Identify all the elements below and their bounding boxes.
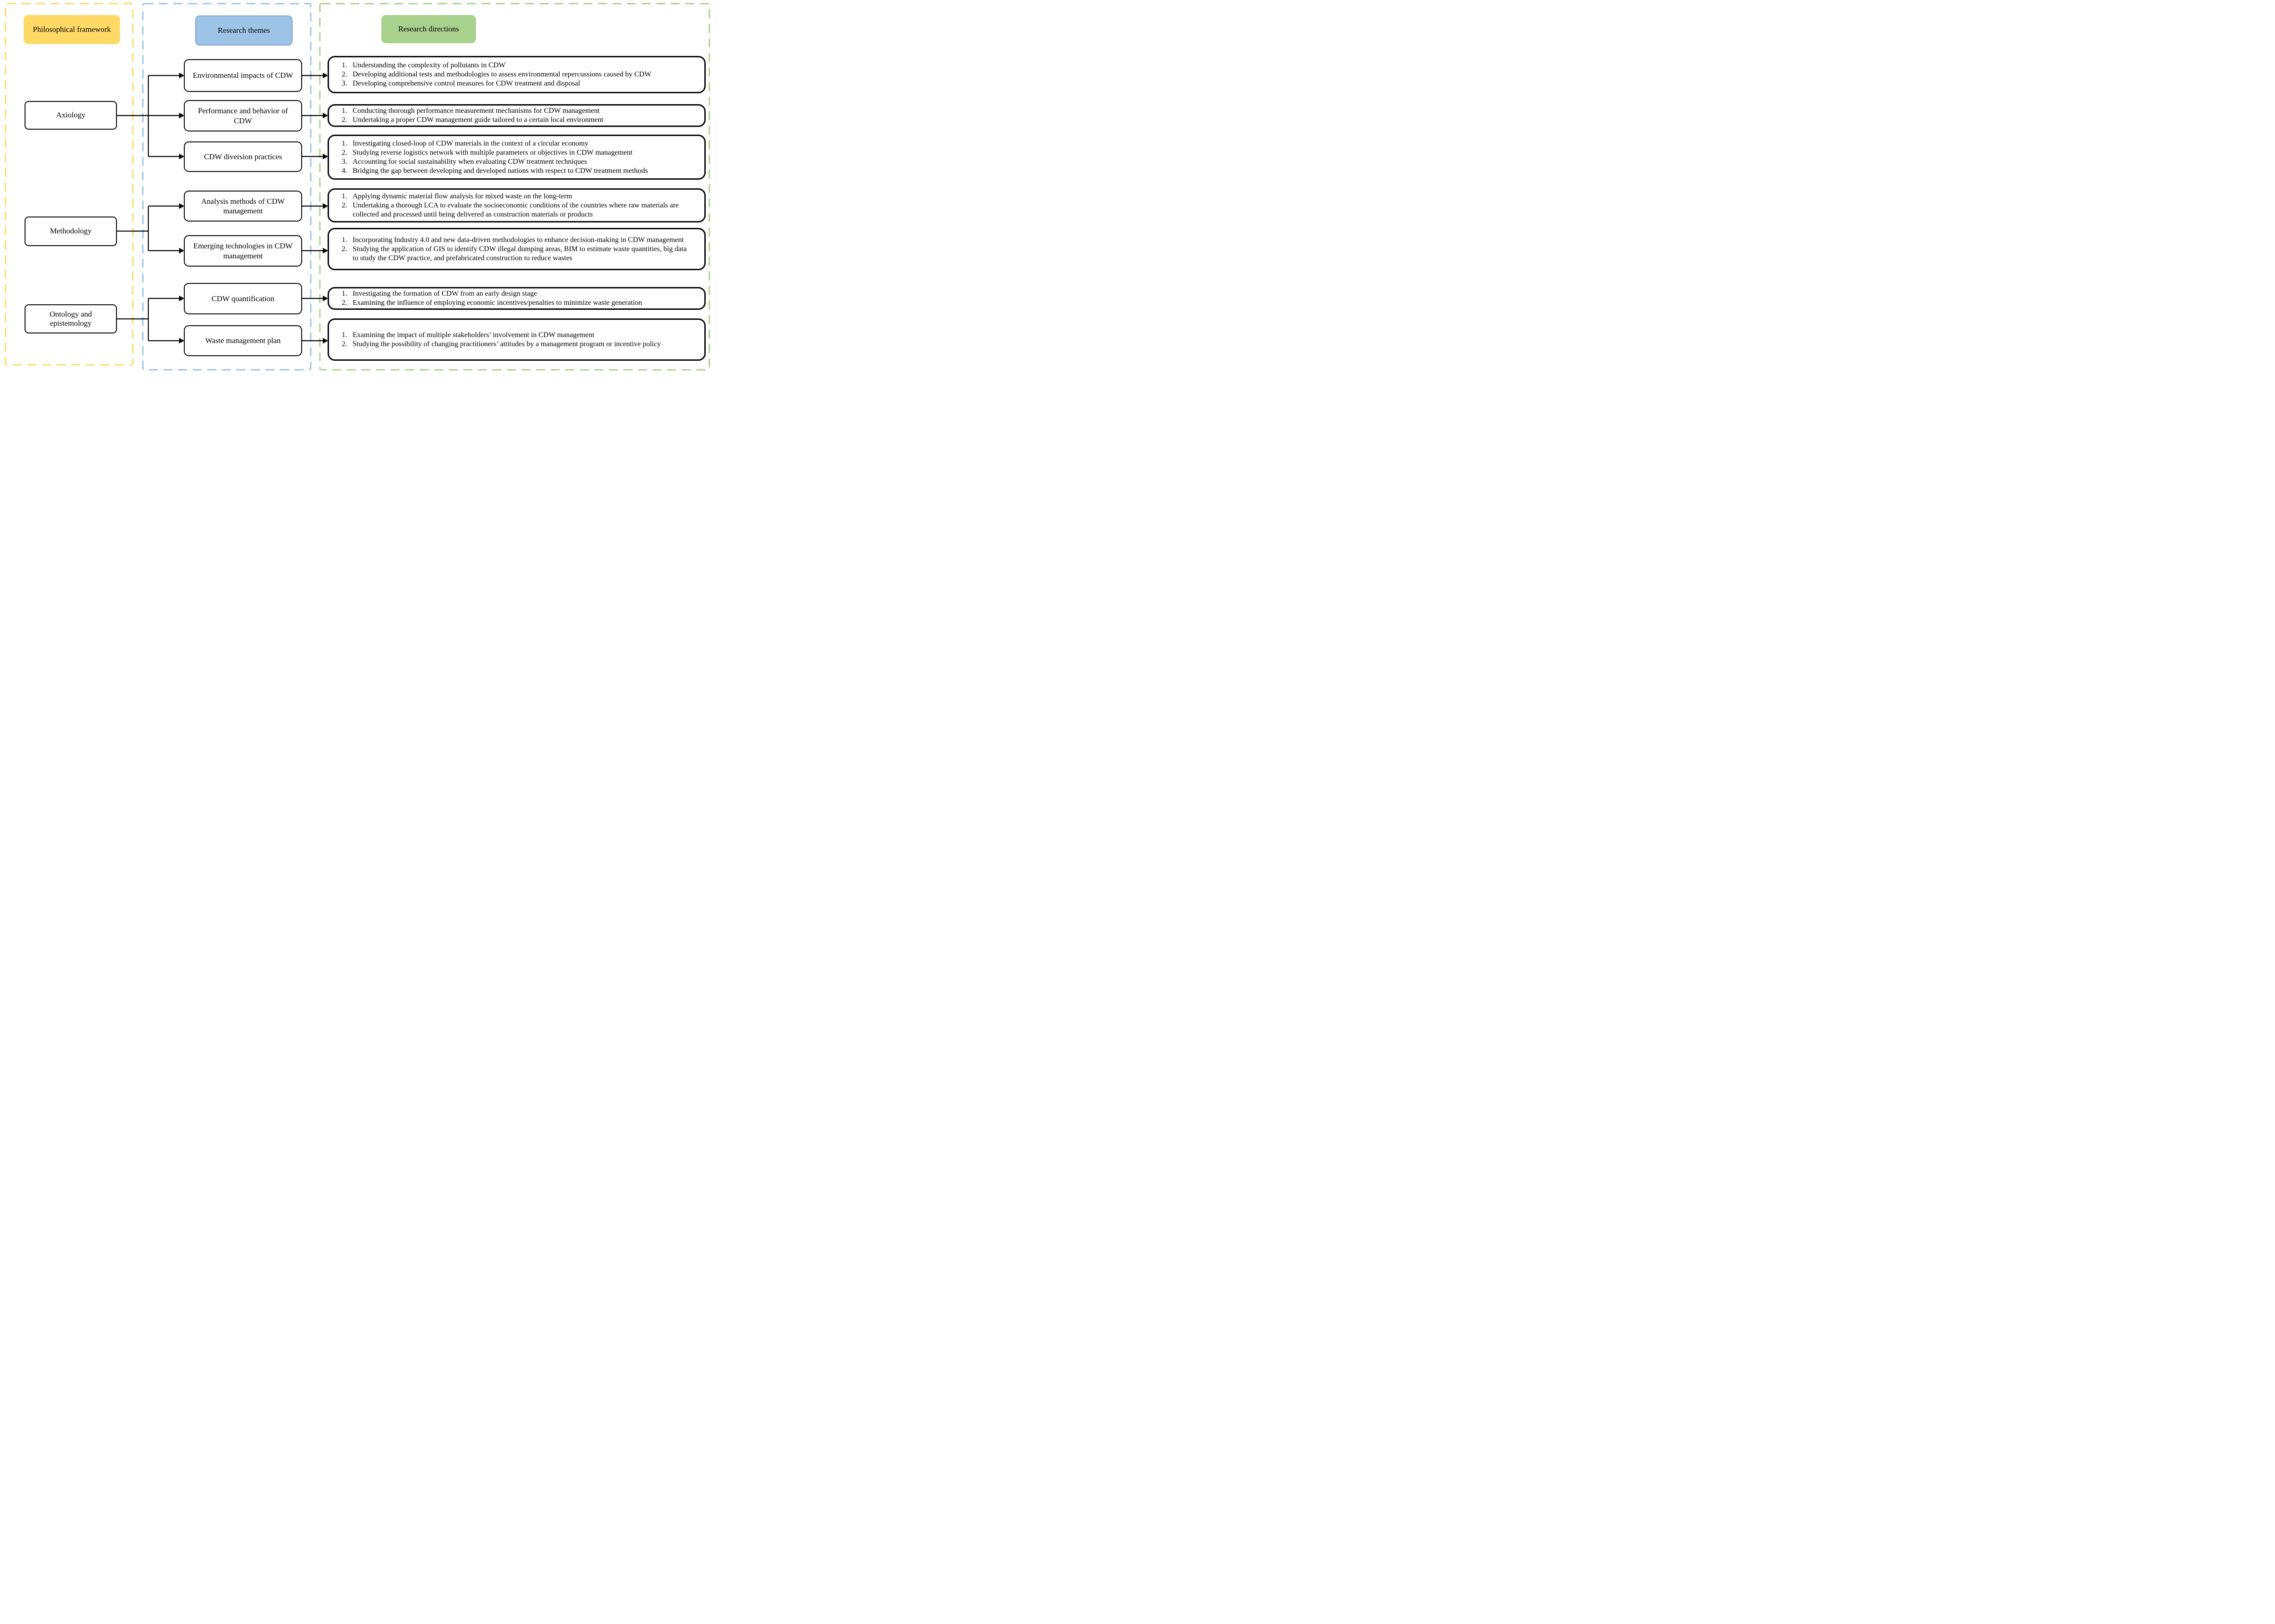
- direction-item: Undertaking a proper CDW management guid…: [349, 116, 603, 125]
- theme-box-environmental-impacts: Environmental impacts of CDW: [184, 59, 302, 92]
- diagram-lines-layer: [5, 3, 710, 371]
- research-directions-header: Research directions: [381, 15, 476, 43]
- direction-item: Studying the application of GIS to ident…: [349, 245, 691, 263]
- direction-box-performance-behavior: Conducting thorough performance measurem…: [328, 104, 706, 127]
- direction-item: Applying dynamic material flow analysis …: [349, 192, 691, 201]
- direction-item: Understanding the complexity of pollutan…: [349, 61, 651, 70]
- arrowhead-into-directions-3: [323, 153, 328, 160]
- theme-box-diversion-practices: CDW diversion practices: [184, 141, 302, 172]
- directions-region-border: [319, 3, 710, 371]
- philosophy-region-border: [5, 3, 134, 366]
- direction-list: Investigating closed-loop of CDW materia…: [333, 139, 648, 176]
- methodology-branch-lines: [117, 205, 179, 252]
- direction-box-diversion-practices: Investigating closed-loop of CDW materia…: [328, 135, 706, 180]
- direction-list: Applying dynamic material flow analysis …: [333, 192, 691, 219]
- arrowhead-into-environmental-impacts: [179, 72, 184, 79]
- themes-region-border: [142, 3, 312, 371]
- direction-item: Investigating the formation of CDW from …: [349, 289, 642, 298]
- direction-box-waste-management-plan: Examining the impact of multiple stakeho…: [328, 318, 706, 361]
- axiology-branch-lines: [117, 75, 179, 157]
- theme-box-cdw-quantification: CDW quantification: [184, 283, 302, 314]
- methodology-theme-to-direction-lines: [302, 205, 323, 252]
- theme-box-emerging-technologies: Emerging technologies in CDW management: [184, 235, 302, 267]
- arrowhead-into-emerging-technologies: [179, 247, 184, 254]
- philosophy-box-axiology: Axiology: [25, 101, 117, 130]
- philosophy-box-methodology: Methodology: [25, 217, 117, 246]
- theme-box-analysis-methods: Analysis methods of CDW management: [184, 191, 302, 222]
- direction-list: Examining the impact of multiple stakeho…: [333, 331, 661, 349]
- cdw-research-framework-diagram: Philosophical framework Research themes …: [0, 0, 713, 374]
- direction-item: Incorporating Industry 4.0 and new data-…: [349, 236, 691, 245]
- direction-item: Developing comprehensive control measure…: [349, 79, 651, 88]
- direction-item: Investigating closed-loop of CDW materia…: [349, 139, 648, 148]
- arrowhead-into-performance-behavior: [179, 112, 184, 119]
- direction-item: Examining the influence of employing eco…: [349, 298, 642, 308]
- direction-item: Bridging the gap between developing and …: [349, 166, 648, 176]
- direction-box-emerging-technologies: Incorporating Industry 4.0 and new data-…: [328, 228, 706, 270]
- direction-item: Examining the impact of multiple stakeho…: [349, 331, 661, 340]
- philosophy-box-ontology-epistemology: Ontology and epistemology: [25, 304, 117, 333]
- theme-box-waste-management-plan: Waste management plan: [184, 325, 302, 356]
- arrowhead-into-directions-2: [323, 112, 328, 119]
- direction-list: Incorporating Industry 4.0 and new data-…: [333, 236, 691, 263]
- arrowhead-into-diversion-practices: [179, 153, 184, 160]
- arrowhead-into-directions-4: [323, 203, 328, 209]
- arrowhead-into-directions-1: [323, 72, 328, 79]
- research-themes-header: Research themes: [195, 15, 293, 45]
- ontology-branch-lines: [117, 298, 179, 342]
- direction-item: Accounting for social sustainability whe…: [349, 157, 648, 166]
- direction-box-environmental-impacts: Understanding the complexity of pollutan…: [328, 56, 706, 93]
- arrowhead-into-waste-management-plan: [179, 338, 184, 344]
- theme-box-performance-behavior: Performance and behavior of CDW: [184, 100, 302, 131]
- direction-box-analysis-methods: Applying dynamic material flow analysis …: [328, 188, 706, 222]
- ontology-theme-to-direction-lines: [302, 298, 323, 342]
- direction-list: Conducting thorough performance measurem…: [333, 106, 603, 125]
- arrowhead-into-directions-7: [323, 338, 328, 344]
- direction-item: Studying reverse logistics network with …: [349, 148, 648, 157]
- direction-item: Studying the possibility of changing pra…: [349, 340, 661, 349]
- direction-list: Understanding the complexity of pollutan…: [333, 61, 651, 88]
- arrowhead-into-directions-5: [323, 247, 328, 254]
- direction-box-cdw-quantification: Investigating the formation of CDW from …: [328, 287, 706, 310]
- direction-list: Investigating the formation of CDW from …: [333, 289, 642, 308]
- direction-item: Developing additional tests and methodol…: [349, 70, 651, 79]
- direction-item: Undertaking a thorough LCA to evaluate t…: [349, 201, 691, 219]
- direction-item: Conducting thorough performance measurem…: [349, 106, 603, 116]
- arrowhead-into-directions-6: [323, 295, 328, 302]
- axiology-theme-to-direction-lines: [302, 75, 323, 157]
- arrowhead-into-cdw-quantification: [179, 295, 184, 302]
- philosophical-framework-header: Philosophical framework: [24, 15, 120, 44]
- arrowhead-into-analysis-methods: [179, 203, 184, 209]
